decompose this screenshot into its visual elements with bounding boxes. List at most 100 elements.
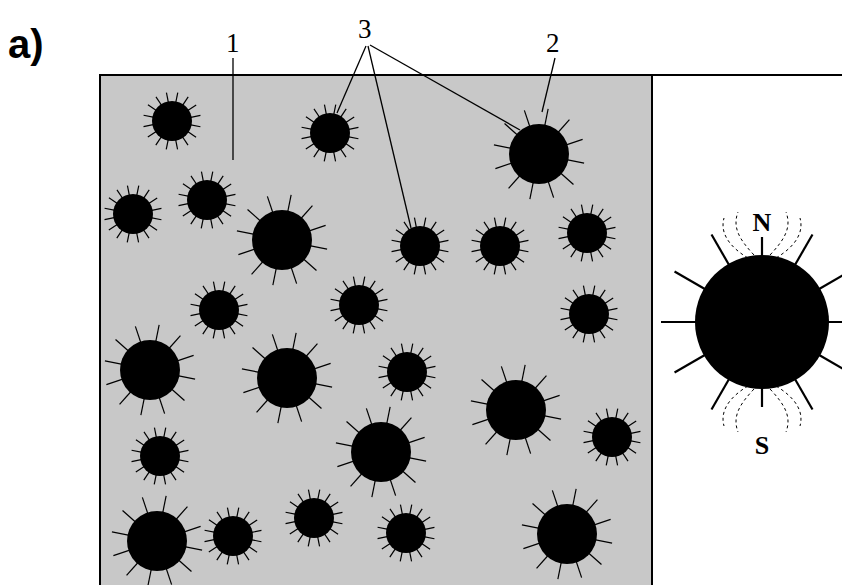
magnetic-particle <box>378 505 435 562</box>
spike <box>795 378 813 409</box>
medium-region <box>100 75 652 585</box>
magnet-particle <box>661 212 842 432</box>
callout-number: 3 <box>358 16 372 43</box>
spike <box>827 321 842 323</box>
leader-line <box>370 45 520 130</box>
particle-core <box>569 294 609 334</box>
magnetic-particle <box>191 282 248 339</box>
magnetic-particle <box>472 218 529 275</box>
spike <box>509 175 521 188</box>
magnetic-particle <box>105 186 162 243</box>
top-border <box>100 74 842 76</box>
spike <box>296 405 302 422</box>
spike <box>351 473 363 486</box>
spike <box>278 405 282 423</box>
particle-core <box>257 348 317 408</box>
spike <box>795 235 813 266</box>
particle-core <box>113 194 153 234</box>
spike <box>309 225 326 231</box>
spike <box>558 120 570 133</box>
particle-core <box>294 498 334 538</box>
spike <box>471 401 489 405</box>
leader-line <box>542 58 555 112</box>
particle-core <box>509 124 569 184</box>
spike <box>248 210 261 222</box>
spike <box>366 408 372 425</box>
field-line <box>776 218 801 258</box>
magnetic-particle <box>237 195 327 285</box>
callout-number: 1 <box>226 30 240 57</box>
particle-core <box>387 352 427 392</box>
magnetic-particle <box>205 508 262 565</box>
particle-core <box>339 285 379 325</box>
spike <box>494 145 512 149</box>
spike <box>566 139 583 145</box>
particle-core <box>486 380 546 440</box>
spike <box>238 249 255 255</box>
spike <box>267 196 273 213</box>
magnetic-particle <box>331 277 388 334</box>
spike <box>402 471 415 483</box>
spike <box>159 397 165 414</box>
spike <box>336 443 354 447</box>
spike <box>675 272 706 290</box>
particle-core <box>567 213 607 253</box>
magnetic-particle <box>144 93 201 150</box>
spike <box>306 344 318 357</box>
particle-core <box>537 504 597 564</box>
particle-core <box>695 255 829 389</box>
spike <box>761 387 763 407</box>
spike <box>495 163 512 169</box>
spike <box>237 231 255 235</box>
spike <box>501 366 507 383</box>
spike <box>661 321 697 323</box>
particle-core <box>592 417 632 457</box>
field-line <box>770 389 788 432</box>
spike <box>163 496 167 514</box>
spike <box>243 387 260 393</box>
spike <box>486 431 498 444</box>
magnetic-particle <box>179 172 236 229</box>
particle-core <box>152 101 192 141</box>
spike <box>272 334 278 351</box>
particle-core <box>310 113 350 153</box>
magnetic-particle <box>132 428 189 485</box>
spike <box>594 519 611 525</box>
spike <box>257 399 269 412</box>
magnetic-particle <box>522 489 612 579</box>
spike <box>524 110 530 127</box>
magnetic-particle <box>584 409 641 466</box>
spike <box>166 568 172 585</box>
particle-core <box>480 226 520 266</box>
spike <box>301 206 313 219</box>
spike <box>523 543 540 549</box>
spike <box>533 504 546 516</box>
spike <box>106 379 123 385</box>
particle-core <box>351 422 411 482</box>
magnetic-particle <box>392 218 449 275</box>
spike <box>123 511 136 523</box>
spike <box>543 416 561 420</box>
magnetic-particle <box>471 365 561 455</box>
spike <box>537 555 549 568</box>
spike <box>242 369 260 373</box>
spike <box>112 532 130 536</box>
spike <box>309 246 327 250</box>
spike <box>116 340 129 352</box>
field-line <box>776 386 801 426</box>
magnetic-particle <box>112 496 202 585</box>
spike <box>148 568 152 585</box>
leader-line <box>368 46 411 228</box>
spike <box>288 195 292 213</box>
spike <box>560 173 573 185</box>
particle-core <box>400 226 440 266</box>
leader-line <box>232 58 233 160</box>
spike <box>177 376 195 380</box>
magnetic-particle <box>561 286 618 343</box>
spike <box>169 336 181 349</box>
spike <box>535 376 547 389</box>
spike <box>387 407 391 425</box>
magnetic-particle <box>336 407 426 497</box>
spike <box>818 355 842 373</box>
spike <box>522 365 526 383</box>
